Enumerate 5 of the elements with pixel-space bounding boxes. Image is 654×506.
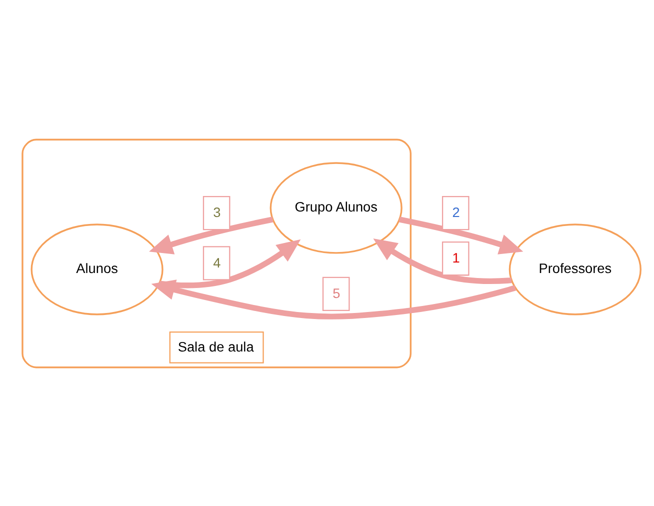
edge-label: 4	[213, 254, 221, 270]
edge-label: 5	[332, 286, 340, 301]
edge-label: 3	[213, 204, 221, 220]
edge-label: 2	[452, 204, 460, 220]
edge-label: 1	[452, 250, 460, 266]
